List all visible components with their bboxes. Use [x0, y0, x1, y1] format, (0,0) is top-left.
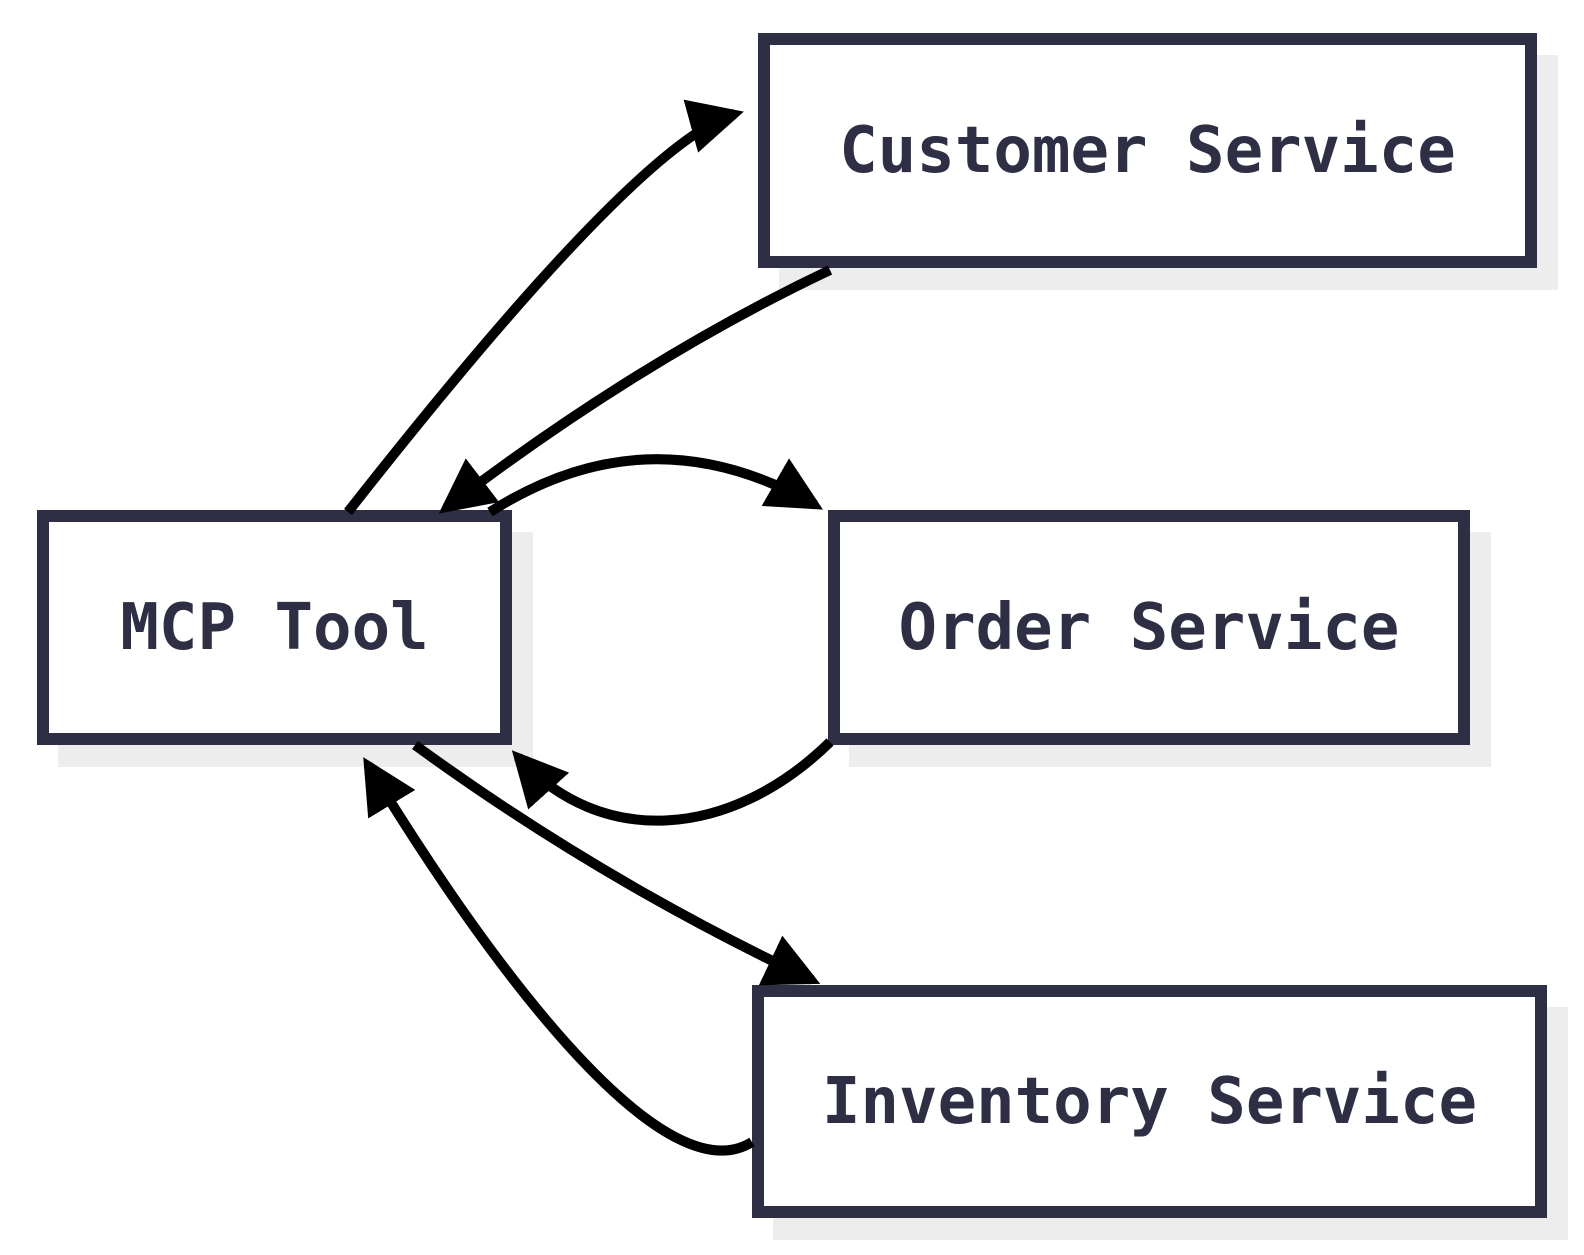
node-inventory-service-label: Inventory Service [821, 1064, 1478, 1139]
node-order-service-label: Order Service [898, 590, 1400, 665]
arrow-mcp-to-inventory-service [412, 740, 821, 986]
node-mcp-tool: MCP Tool [37, 510, 512, 745]
node-mcp-tool-label: MCP Tool [120, 590, 429, 665]
arrow-mcp-to-customer-service [344, 99, 744, 516]
arrow-order-service-to-mcp [511, 738, 834, 826]
node-inventory-service: Inventory Service [752, 985, 1547, 1218]
arrow-customer-service-to-mcp [438, 265, 833, 514]
node-customer-service: Customer Service [758, 33, 1537, 268]
node-customer-service-label: Customer Service [839, 113, 1456, 188]
arrow-mcp-to-order-service [487, 454, 823, 517]
arrow-inventory-service-to-mcp [363, 757, 755, 1156]
node-order-service: Order Service [828, 510, 1470, 745]
